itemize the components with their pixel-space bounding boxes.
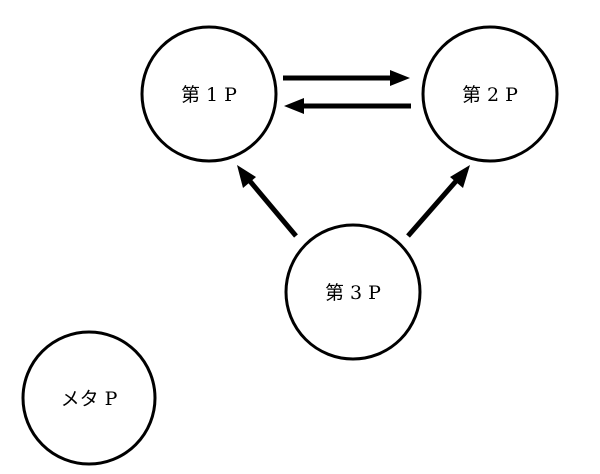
arrow-p2-to-p1 [284, 98, 411, 114]
node-p1: 第 1 P [140, 25, 278, 163]
node-meta: メタ P [21, 330, 157, 466]
node-p2: 第 2 P [421, 25, 559, 163]
node-p3-label: 第 3 P [325, 282, 381, 304]
arrow-p3-to-p1 [237, 165, 298, 238]
node-p1-label: 第 1 P [181, 84, 237, 106]
arrow-p3-to-p2 [406, 165, 470, 238]
arrow-p1-to-p2 [283, 70, 410, 86]
node-p3: 第 3 P [284, 223, 422, 361]
node-p2-label: 第 2 P [462, 84, 518, 106]
node-meta-label: メタ P [61, 388, 118, 410]
